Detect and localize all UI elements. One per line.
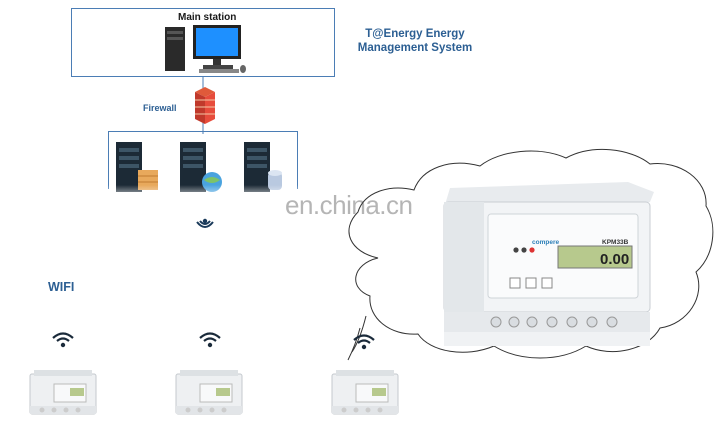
system-title-line2: Management System — [357, 42, 473, 54]
meter-model: KPM33B — [602, 239, 629, 246]
energy-meter-icon — [175, 370, 243, 415]
energy-meter-icon — [29, 370, 97, 415]
main-station-label: Main station — [178, 12, 237, 23]
wifi-icon — [199, 332, 221, 348]
watermark: en.china.cn — [285, 190, 413, 220]
energy-meter-icon: compere KPM33B 0.00 — [443, 182, 654, 346]
server-group-bracket — [108, 131, 298, 189]
firewall-label: Firewall — [143, 103, 177, 113]
computer-icon — [165, 25, 246, 73]
wifi-icon — [353, 334, 375, 350]
meter-brand: compere — [532, 239, 559, 246]
wifi-icon — [196, 218, 214, 228]
meter-display: 0.00 — [600, 251, 629, 268]
energy-meter-icon — [331, 370, 399, 415]
server-reflection-fade — [100, 185, 310, 210]
wifi-icon — [52, 332, 74, 348]
firewall-icon — [195, 87, 215, 124]
wifi-label: WIFI — [48, 280, 75, 294]
system-title: T@Energy Energy Management System — [345, 27, 485, 55]
server-icon — [244, 142, 282, 192]
system-title-line1: T@Energy Energy — [365, 28, 465, 40]
